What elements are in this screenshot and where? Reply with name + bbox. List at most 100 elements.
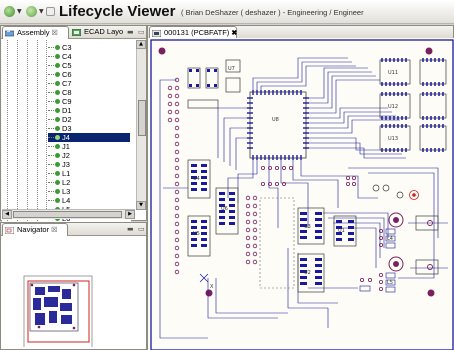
user-context: ( Brian DeShazer ( deshazer ) - Engineer…: [181, 8, 364, 17]
back-dropdown-icon[interactable]: ▼: [17, 8, 22, 15]
part-icon: [55, 189, 60, 194]
tree-item[interactable]: L1: [48, 169, 130, 178]
navigator-icon: [5, 227, 14, 234]
navigator-overview[interactable]: [2, 237, 142, 350]
scroll-thumb[interactable]: [138, 100, 146, 136]
tree-item[interactable]: L2: [48, 178, 130, 187]
pcb-layout: U8 U7 U4 U5 U6 U3 U2 U1 U11 U12 U13 X L4…: [148, 38, 454, 350]
minimize-icon[interactable]: ▬: [127, 28, 134, 36]
label-u7: U7: [228, 66, 235, 72]
tab-ecad-layout[interactable]: ECAD Layo: [70, 26, 126, 39]
tab-assembly[interactable]: Assembly☒: [2, 26, 69, 39]
chip-array-top-right: [379, 58, 447, 152]
tree-vertical-scrollbar[interactable]: ▲ ▼: [136, 40, 146, 210]
close-icon[interactable]: ☒: [51, 227, 58, 234]
title-bar: ▼ ▼ Lifecycle Viewer ( Brian DeShazer ( …: [0, 0, 454, 24]
scroll-down-icon[interactable]: ▼: [136, 201, 146, 210]
maximize-icon[interactable]: ▭: [138, 28, 145, 36]
label-l5: L5: [387, 280, 393, 286]
label-u13: U13: [388, 136, 398, 142]
tree-item[interactable]: J1: [48, 142, 130, 151]
scroll-thumb-horizontal[interactable]: [13, 211, 122, 218]
part-icon: [55, 126, 60, 131]
tree-item[interactable]: D3: [48, 124, 130, 133]
minimize-icon[interactable]: ▬: [127, 225, 134, 233]
tree-item[interactable]: C5: [48, 61, 130, 70]
tree-item-selected[interactable]: J4: [48, 133, 130, 142]
tree-item[interactable]: C6: [48, 70, 130, 79]
navigator-viewport-box: [27, 280, 90, 343]
assembly-panel: Assembly☒ ECAD Layo ▬ ▭ C3 C4 C5 C6 C7 C…: [0, 25, 147, 231]
tree-item[interactable]: J3: [48, 160, 130, 169]
ecad-icon: [72, 29, 81, 36]
top-left-pads: [189, 69, 217, 87]
navigator-tabbar: Navigator☒ ▬ ▭: [1, 223, 146, 236]
maximize-icon[interactable]: ▭: [138, 225, 145, 233]
keepout-region: [259, 197, 295, 289]
close-icon[interactable]: ✖: [231, 30, 238, 37]
part-icon: [55, 180, 60, 185]
tab-pcb-document[interactable]: 000131 (PCBFATF)✖: [149, 26, 237, 39]
label-u4: U4: [193, 176, 200, 182]
pcb-canvas[interactable]: U8 U7 U4 U5 U6 U3 U2 U1 U11 U12 U13 X L4…: [148, 38, 454, 350]
tree-item[interactable]: C9: [48, 97, 130, 106]
assembly-tree: C3 C4 C5 C6 C7 C8 C9 D1 D2 D3 J4 J1 J2 J…: [2, 40, 131, 231]
chip-array-left: [187, 159, 258, 265]
part-icon: [55, 99, 60, 104]
label-u1: U1: [338, 228, 345, 234]
scroll-left-icon[interactable]: ◀: [2, 210, 12, 219]
part-icon: [55, 81, 60, 86]
forward-icon[interactable]: [26, 6, 37, 17]
tab-navigator[interactable]: Navigator☒: [2, 223, 68, 236]
bottom-pad-rows: [261, 165, 356, 186]
label-u3: U3: [304, 224, 311, 230]
label-l4: L4: [387, 236, 393, 242]
back-icon[interactable]: [4, 6, 15, 17]
editor-tabbar: 000131 (PCBFATF)✖: [148, 26, 453, 39]
app-icon: [46, 7, 55, 16]
forward-dropdown-icon[interactable]: ▼: [39, 8, 44, 15]
close-icon[interactable]: ☒: [51, 30, 58, 37]
label-u5: U5: [193, 231, 200, 237]
top-left-parts: [187, 59, 241, 109]
app-title: Lifecycle Viewer: [59, 3, 176, 20]
label-u11: U11: [388, 70, 398, 76]
part-icon: [55, 45, 60, 50]
label-u2: U2: [304, 270, 311, 276]
part-icon: [55, 117, 60, 122]
part-icon: [55, 162, 60, 167]
tree-item[interactable]: J2: [48, 151, 130, 160]
tree-item[interactable]: D2: [48, 115, 130, 124]
tree-item[interactable]: C7: [48, 79, 130, 88]
tree-horizontal-scrollbar[interactable]: ◀ ▶: [2, 209, 135, 219]
tree-item[interactable]: D1: [48, 106, 130, 115]
part-icon: [55, 135, 60, 140]
part-icon: [55, 171, 60, 176]
label-u8: U8: [272, 117, 279, 123]
tree-item[interactable]: L4: [48, 196, 130, 205]
tree-item[interactable]: L3: [48, 187, 130, 196]
pcb-document-icon: [152, 30, 161, 37]
part-icon: [55, 108, 60, 113]
tab-pcb-label: 000131 (PCBFATF): [164, 28, 230, 37]
tab-navigator-label: Navigator: [17, 225, 50, 234]
label-u12: U12: [388, 104, 398, 110]
assembly-tabbar: Assembly☒ ECAD Layo ▬ ▭: [1, 26, 146, 39]
tree-item[interactable]: C4: [48, 52, 130, 61]
navigator-panel: Navigator☒ ▬ ▭: [0, 222, 147, 350]
scroll-right-icon[interactable]: ▶: [125, 210, 135, 219]
part-icon: [55, 63, 60, 68]
right-connectors: [359, 184, 439, 293]
part-icon: [55, 72, 60, 77]
navigator-thumbnail: [23, 275, 93, 350]
tree-item[interactable]: C8: [48, 88, 130, 97]
traces: [159, 57, 448, 339]
tab-assembly-label: Assembly: [17, 28, 50, 37]
origin-marker: [199, 273, 209, 283]
scroll-up-icon[interactable]: ▲: [136, 40, 146, 49]
mounting-holes: [158, 47, 435, 297]
part-icon: [55, 198, 60, 203]
chip-u8: [247, 90, 309, 160]
part-icon: [55, 144, 60, 149]
tree-item[interactable]: C3: [48, 43, 130, 52]
